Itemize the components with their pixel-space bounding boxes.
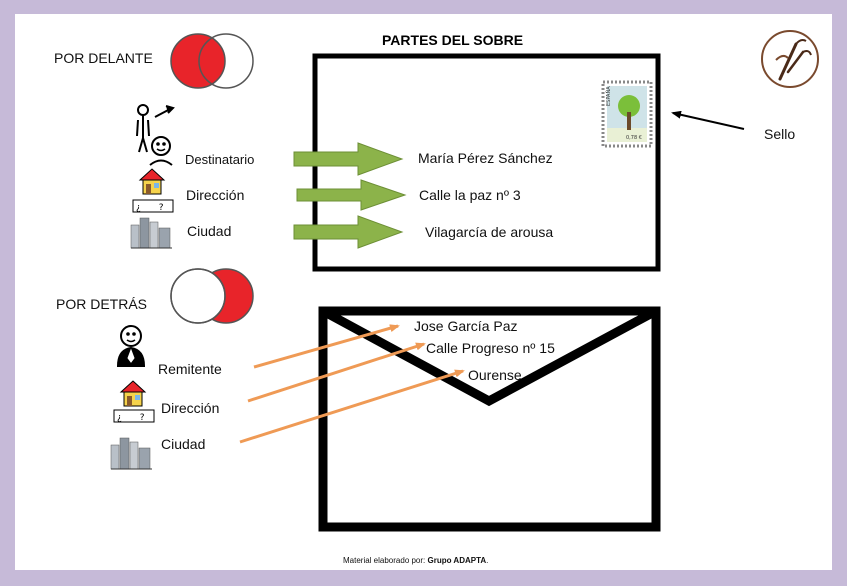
footer-prefix: Material elaborado por: (343, 556, 428, 565)
orange-arrow-city (239, 369, 465, 444)
front-heading: POR DELANTE (54, 50, 153, 66)
stamp-icon: ESPAÑA 0,78 € (601, 80, 653, 148)
orange-arrow-sender (253, 324, 400, 369)
footer-suffix: . (486, 556, 489, 565)
green-arrow-address (296, 179, 407, 211)
front-value-address: Calle la paz nº 3 (419, 187, 521, 203)
footer-author: Grupo ADAPTA (427, 556, 487, 565)
person-pointing-icon (136, 104, 175, 153)
back-label-address: Dirección (161, 400, 220, 416)
address-sign-text-front: ¿____? (136, 203, 164, 213)
front-circles-icon (170, 33, 254, 89)
front-label-address: Dirección (186, 187, 245, 203)
city-icon-front (130, 217, 172, 249)
page-title: PARTES DEL SOBRE (382, 32, 524, 48)
front-label-city: Ciudad (187, 223, 232, 239)
back-envelope (318, 306, 661, 532)
front-value-recipient: María Pérez Sánchez (418, 150, 553, 166)
stamp-country: ESPAÑA (605, 86, 612, 106)
house-icon-front (138, 168, 166, 195)
logo-icon (761, 30, 819, 88)
orange-arrow-address (247, 342, 426, 403)
address-sign-text-back: ¿____? (117, 413, 145, 423)
back-value-sender: Jose García Paz (414, 318, 518, 334)
stamp-label: Sello (764, 126, 796, 142)
address-sign-icon-back: ¿____? (113, 409, 155, 423)
back-circles-icon (170, 268, 254, 324)
worksheet (15, 14, 832, 570)
smiley-face-icon (149, 136, 173, 166)
front-label-recipient: Destinatario (185, 152, 255, 167)
back-label-city: Ciudad (161, 436, 206, 452)
stamp-value: 0,78 € (626, 135, 642, 141)
back-label-sender: Remitente (158, 361, 222, 377)
house-icon-back (119, 380, 147, 407)
address-sign-icon-front: ¿____? (132, 199, 174, 213)
front-value-city: Vilagarcía de arousa (425, 224, 554, 240)
city-icon-back (110, 437, 152, 470)
green-arrow-city (293, 215, 404, 249)
back-heading: POR DETRÁS (56, 296, 148, 312)
stamp-arrow (671, 110, 745, 130)
footer-credit: Material elaborado por: Grupo ADAPTA. (343, 556, 488, 565)
sender-person-icon (116, 325, 146, 367)
back-value-city: Ourense (468, 367, 522, 383)
green-arrow-recipient (293, 142, 404, 176)
back-value-address: Calle Progreso nº 15 (426, 340, 555, 356)
